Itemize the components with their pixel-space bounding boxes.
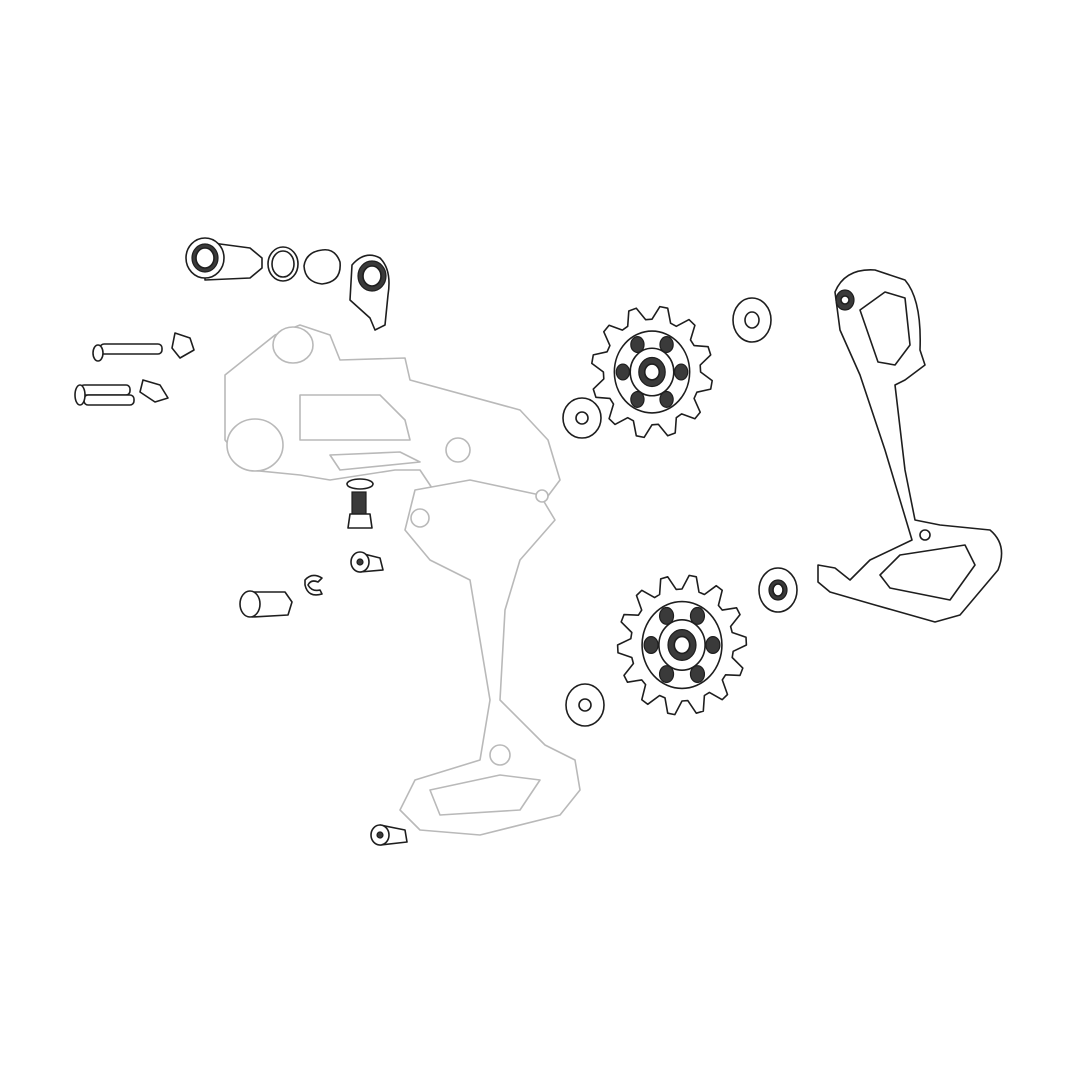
limit-screw bbox=[346, 478, 374, 529]
pulley-window bbox=[705, 635, 721, 654]
lower-pulley bbox=[616, 574, 748, 716]
pulley-window bbox=[659, 390, 674, 408]
pulley-window bbox=[689, 606, 706, 625]
o-ring-inner bbox=[271, 250, 295, 278]
pin-long bbox=[92, 343, 163, 362]
pulley-window bbox=[689, 665, 706, 684]
pin-clip-2 bbox=[139, 379, 169, 403]
pulley-window bbox=[658, 606, 675, 625]
e-clip bbox=[304, 574, 323, 596]
pulley-bore bbox=[673, 635, 691, 655]
pulley-washer-2 bbox=[562, 397, 602, 439]
pulley-window bbox=[615, 363, 631, 381]
hanger-spring-plate bbox=[349, 254, 390, 331]
inner-cage-plate bbox=[399, 479, 581, 836]
upper-pulley bbox=[591, 305, 713, 439]
derailleur-body bbox=[224, 324, 561, 506]
pin-short bbox=[74, 384, 135, 406]
pin-clip bbox=[171, 332, 195, 359]
pulley-washer-4 bbox=[565, 683, 605, 727]
pulley-window bbox=[630, 336, 645, 354]
cable-anchor bbox=[239, 590, 293, 618]
pulley-bore bbox=[643, 363, 661, 381]
cable-bolt bbox=[350, 551, 384, 573]
pulley-window bbox=[630, 390, 645, 408]
pulley-window bbox=[643, 635, 659, 654]
cage-bolt bbox=[370, 824, 408, 846]
pulley-window bbox=[673, 363, 689, 381]
pulley-washer-3 bbox=[758, 567, 798, 613]
pulley-washer-1 bbox=[732, 297, 772, 343]
outer-cage-plate bbox=[817, 269, 1003, 623]
pulley-window bbox=[658, 665, 675, 684]
b-bolt-bushing bbox=[185, 237, 263, 281]
shaped-washer bbox=[303, 248, 341, 285]
pulley-window bbox=[659, 336, 674, 354]
